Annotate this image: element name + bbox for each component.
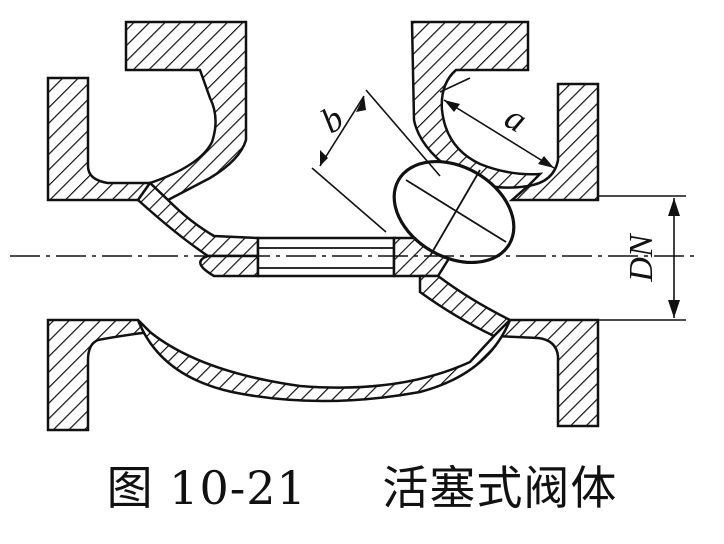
piston-disc — [392, 159, 516, 265]
figure-number: 图 10-21 — [106, 461, 307, 515]
label-a: a — [498, 96, 534, 140]
lower-web-right — [418, 274, 513, 338]
dimension-a — [439, 77, 555, 169]
right-flange — [491, 82, 600, 428]
upper-web-left — [136, 181, 260, 258]
label-dn: DN — [623, 232, 660, 283]
dimension-b — [311, 89, 441, 233]
figure-caption: 图 10-21 活塞式阀体 — [0, 452, 724, 522]
seat-ring — [199, 236, 451, 278]
top-flange-left — [124, 20, 248, 202]
figure-title: 活塞式阀体 — [382, 461, 618, 515]
dimension-dn — [598, 195, 686, 321]
left-flange — [46, 76, 153, 432]
bottom-bowl — [136, 319, 512, 403]
label-b: b — [314, 98, 350, 141]
